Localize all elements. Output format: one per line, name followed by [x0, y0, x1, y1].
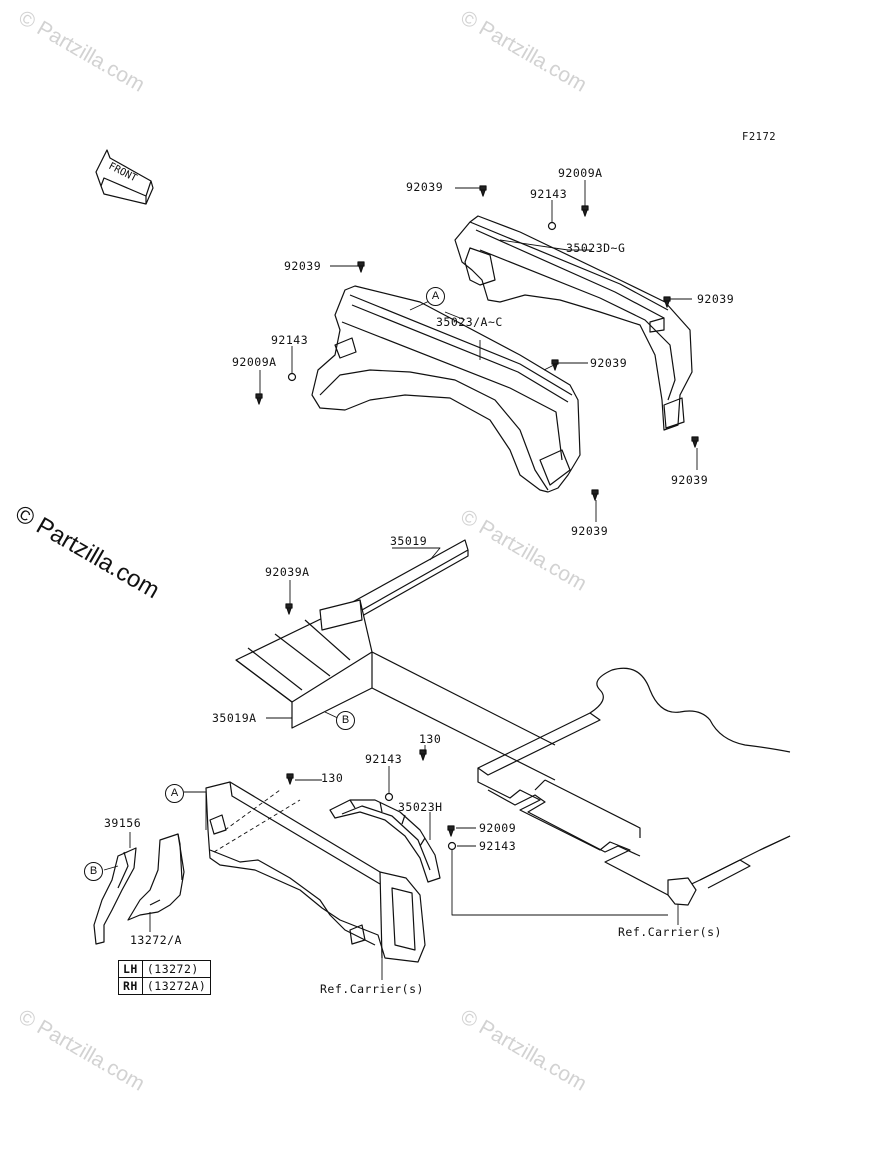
part-label: 92143 [271, 333, 309, 347]
part-label: 92039 [590, 356, 628, 370]
reference-label: Ref.Carrier(s) [320, 982, 424, 996]
part-label: 35019 [390, 534, 428, 548]
part-label: 92143 [479, 839, 517, 853]
front-arrow-icon [95, 149, 154, 205]
part-label: 92039 [284, 259, 322, 273]
part-label: 92009A [558, 166, 603, 180]
part-label: 92039 [571, 524, 609, 538]
callout-b: B [84, 862, 103, 881]
part-label: 92039 [671, 473, 709, 487]
callout-b: B [336, 711, 355, 730]
part-label: 130 [419, 732, 442, 746]
part-label: 35023/A~C [436, 315, 503, 329]
part-label: 39156 [104, 816, 142, 830]
legend-side: LH [118, 960, 143, 978]
part-label: 92039 [406, 180, 444, 194]
shield-35019A-shape [235, 599, 373, 729]
leader-lines [103, 180, 698, 980]
part-label: 92009A [232, 355, 277, 369]
legend-code: (13272) [141, 960, 212, 978]
side-legend-table: LH (13272) RH (13272A) [118, 960, 212, 995]
part-label: 92143 [365, 752, 403, 766]
front-fender-shape [311, 285, 581, 493]
legend-row: LH (13272) [118, 960, 212, 978]
hardware-bolts [255, 185, 699, 851]
inner-fender-35023H-shape [329, 799, 441, 883]
carrier-frame-shape [371, 651, 791, 906]
legend-side: RH [118, 977, 143, 995]
part-label: 35019A [212, 711, 257, 725]
rear-fender-shape [454, 215, 693, 431]
legend-row: RH (13272A) [118, 977, 212, 995]
part-label: 130 [321, 771, 344, 785]
legend-code: (13272A) [141, 977, 212, 995]
part-label: 92039A [265, 565, 310, 579]
callout-a: A [165, 784, 184, 803]
callout-a: A [426, 287, 445, 306]
part-label: 92143 [530, 187, 568, 201]
side-panel-shape [205, 781, 426, 963]
reference-label: Ref.Carrier(s) [618, 925, 722, 939]
bracket-13272-shape [127, 833, 185, 921]
part-label: 92009 [479, 821, 517, 835]
part-label: 35023D~G [566, 241, 626, 255]
part-label: 13272/A [130, 933, 182, 947]
part-label: 92039 [697, 292, 735, 306]
diagram-code: F2172 [742, 131, 777, 143]
seal-39156-shape [93, 847, 137, 945]
part-label: 35023H [398, 800, 443, 814]
